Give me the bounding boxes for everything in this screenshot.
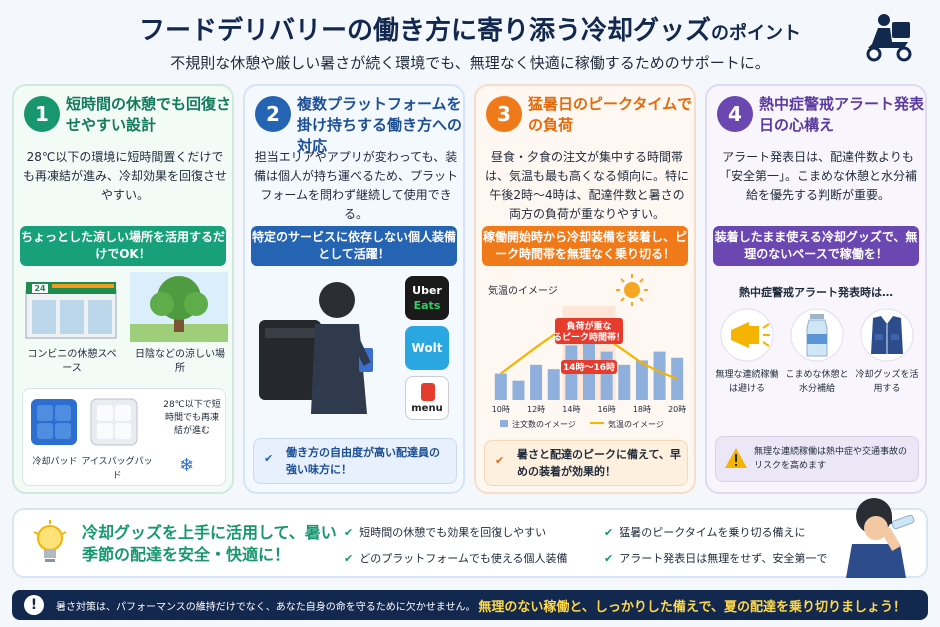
x-tick-label: 20時: [668, 405, 686, 414]
chart-title: 気温のイメージ: [488, 284, 558, 297]
menu-logo: menu: [405, 376, 449, 420]
tip-box: ✔ 働き方の自由度が高い配達員の強い味方に！: [253, 438, 457, 484]
order-bar: [494, 373, 507, 400]
megaphone-icon: [720, 308, 774, 362]
x-tick-label: 16時: [598, 405, 616, 414]
peak-time-label: 14時〜16時: [563, 361, 615, 373]
alert-icon-label-2: こまめな休憩と水分補給: [785, 370, 849, 394]
summary-point-2: ✔猛暑のピークタイムを乗り切る備えに: [604, 526, 806, 539]
alert-icon-label-3: 冷却グッズを活用する: [855, 370, 919, 394]
point-highlight-band: 稼働開始時から冷却装備を装着し、ピーク時間帯を無理なく乗り切る！: [482, 226, 688, 266]
peak-time-box: [561, 360, 617, 374]
alert-icon-label-1: 無理な連続稼働は避ける: [715, 370, 779, 394]
x-tick-label: 12時: [527, 405, 545, 414]
peak-annotation-box: [555, 318, 623, 344]
point-number: 1: [24, 96, 60, 132]
summary-panel: 冷却グッズを上手に活用して、暑い季節の配達を安全・快適に！ ✔短時間の休憩でも効…: [12, 498, 928, 578]
point-number: 2: [255, 96, 291, 132]
temperature-order-chart: 気温のイメージ 負荷が重なるピーク時間帯！ 14時〜16時 10時 12時 14時 1…: [488, 274, 686, 429]
ice-pack-pad-label: アイスパッグパッド: [81, 457, 153, 481]
order-bar: [635, 360, 648, 400]
snowflake-icon: ❄: [179, 455, 195, 476]
order-bar: [618, 364, 631, 400]
cooling-pad-icon: [31, 399, 77, 445]
check-icon: ✔: [344, 552, 354, 565]
point-description: 28℃以下の環境に短時間置くだけでも再凍結が進み、冷却効果を回復させやすい。: [22, 150, 227, 202]
page-title: フードデリバリーの働き方に寄り添う冷却グッズのポイント: [138, 16, 801, 46]
point-description: 担当エリアやアプリが変わっても、装備は個人が持ち運べるため、プラットフォームを問…: [253, 150, 458, 221]
summary-point-4: ✔アラート発表日は無理をせず、安全第一で: [604, 552, 828, 565]
delivery-scooter-icon: [866, 14, 912, 62]
cooling-pad-label: 冷却パッド: [32, 457, 78, 467]
sun-icon: [616, 274, 648, 306]
point-title: 熱中症警戒アラート発表日の心構え: [759, 95, 925, 134]
store-sign: 24: [34, 284, 46, 293]
shade-tree-illustration: [130, 272, 228, 342]
cooling-pad-box: 冷却パッド アイスパッグパッド 28℃以下で短時間でも再凍結が進む ❄: [22, 388, 226, 486]
point-card-2: 2 複数プラットフォームを掛け持ちする働き方への対応 担当エリアやアプリが変わっ…: [243, 84, 465, 494]
summary-point-3: ✔どのプラットフォームでも使える個人装備: [344, 552, 568, 565]
warning-box: 無理な連続稼働は熱中症や交通事故のリスクを高めます: [715, 436, 919, 482]
point-highlight-band: 装着したまま使える冷却グッズで、無理のないペースで稼働を！: [713, 226, 919, 266]
footer-note: 暑さ対策は、パフォーマンスの維持だけでなく、あなた自身の命を守るために欠かせませ…: [56, 602, 476, 613]
point-title: 短時間の休憩でも回復させやすい設計: [66, 95, 232, 134]
header: フードデリバリーの働き方に寄り添う冷却グッズのポイント 不規則な休憩や厳しい暑さ…: [0, 0, 940, 80]
check-icon: ✔: [344, 526, 354, 539]
rider-drinking-illustration: [846, 498, 915, 578]
point-highlight-band: 特定のサービスに依存しない個人装備として活躍！: [251, 226, 457, 266]
point-highlight-band: ちょっとした涼しい場所を活用するだけでOK！: [20, 226, 226, 266]
point-number: 4: [717, 96, 753, 132]
order-bar: [512, 380, 525, 400]
wolt-logo: Wolt: [405, 326, 449, 370]
warning-icon: [725, 448, 747, 468]
page-subtitle: 不規則な休憩や厳しい暑さが続く環境でも、無理なく快適に稼働するためのサポートに。: [170, 54, 770, 72]
legend-temperature: 気温のイメージ: [608, 419, 664, 429]
order-bar: [653, 351, 666, 400]
cooling-vest-icon: [860, 308, 914, 362]
check-icon: ✔: [264, 452, 274, 465]
summary-point-1: ✔短時間の休憩でも効果を回復しやすい: [344, 526, 547, 539]
footer-bar: ! 暑さ対策は、パフォーマンスの維持だけでなく、あなた自身の命を守るために欠かせ…: [12, 590, 928, 620]
legend-orders-swatch: [500, 420, 508, 427]
x-tick-label: 10時: [492, 405, 510, 414]
point-card-1: 1 短時間の休憩でも回復させやすい設計 28℃以下の環境に短時間置くだけでも再凍…: [12, 84, 234, 494]
store-label: コンビニの休憩スペース: [27, 349, 117, 374]
point-title: 複数プラットフォームを掛け持ちする働き方への対応: [297, 95, 463, 155]
x-tick-label: 18時: [633, 405, 651, 414]
tip-box: ✔ 暑さと配達のピークに備えて、早めの装着が効果的！: [484, 440, 688, 486]
point-number: 3: [486, 96, 522, 132]
check-icon: ✔: [604, 552, 614, 565]
delivery-rider-illustration: [259, 282, 373, 414]
point-card-3: 3 猛暑日のピークタイムでの負荷 昼食・夕食の注文が集中する時間帯は、気温も最も…: [474, 84, 696, 494]
point-card-4: 4 熱中症警戒アラート発表日の心構え アラート発表日は、配達件数よりも「安全第一…: [705, 84, 927, 494]
x-tick-label: 14時: [562, 405, 580, 414]
order-bar: [547, 369, 560, 400]
check-icon: ✔: [495, 454, 505, 467]
shade-label: 日陰などの涼しい場所: [135, 349, 225, 374]
water-bottle-icon: [790, 308, 844, 362]
order-bar: [600, 351, 613, 400]
point-description: 昼食・夕食の注文が集中する時間帯は、気温も最も高くなる傾向に。特に午後2時〜4時…: [484, 150, 689, 221]
ice-pack-pad-icon: [90, 398, 138, 446]
check-icon: ✔: [604, 526, 614, 539]
convenience-store-illustration: [25, 282, 117, 339]
alert-heading: 熱中症警戒アラート発表時は…: [739, 286, 893, 299]
refreeze-note: 28℃以下で短時間でも再凍結が進む: [163, 400, 221, 436]
legend-orders: 注文数のイメージ: [512, 419, 576, 429]
uber-eats-logo: Uber Eats: [405, 276, 449, 320]
order-bar: [530, 364, 543, 400]
point-title: 猛暑日のピークタイムでの負荷: [528, 95, 693, 134]
peak-annotation: 負荷が重なるピーク時間帯！: [553, 320, 625, 343]
footer-slogan: 無理のない稼働と、しっかりした備えで、夏の配達を乗り切りましょう！: [478, 600, 906, 615]
point-description: アラート発表日は、配達件数よりも「安全第一」。こまめな休憩と水分補給を優先する判…: [718, 150, 917, 202]
alert-icon: !: [24, 595, 44, 615]
lightbulb-icon: [33, 520, 67, 562]
summary-title: 冷却グッズを上手に活用して、暑い季節の配達を安全・快適に！: [82, 523, 337, 564]
